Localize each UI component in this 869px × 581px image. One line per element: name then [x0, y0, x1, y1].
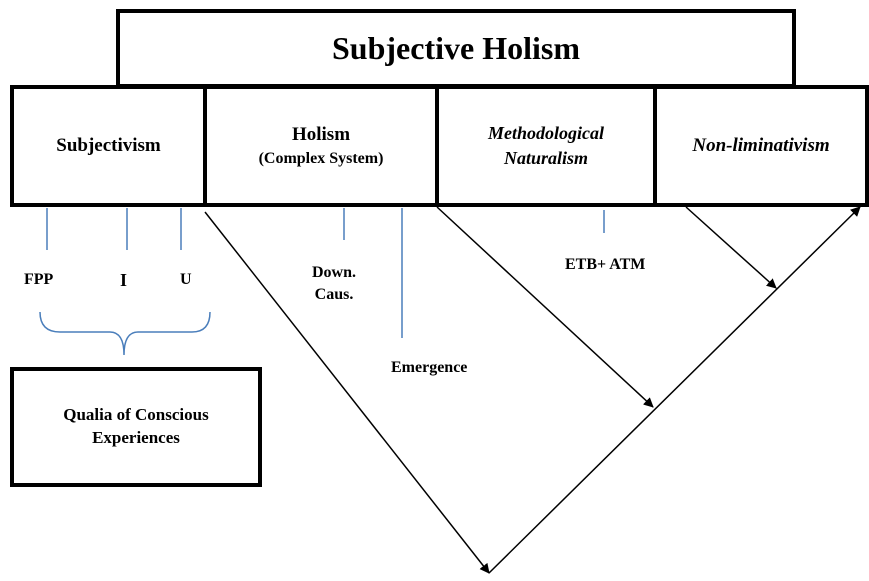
subjectivism-label: Subjectivism — [56, 135, 161, 156]
non-eliminativism-box: Non-liminativism — [653, 85, 869, 207]
subjective-holism-title-box: Subjective Holism — [116, 9, 796, 88]
subjectivism-box: Subjectivism — [10, 85, 207, 207]
methodological-naturalism-box: Methodological Naturalism — [435, 85, 657, 207]
subjectivism-brace — [39, 311, 211, 356]
u-label: U — [180, 271, 192, 288]
down-caus-line2: Caus. — [314, 285, 354, 303]
holism-box: Holism (Complex System) — [203, 85, 439, 207]
qualia-box: Qualia of Conscious Experiences — [10, 367, 262, 487]
arrow-to-bottom-vertex — [204, 211, 490, 574]
qualia-line2: Experiences — [92, 428, 180, 447]
methodological-label: Methodological — [488, 123, 604, 143]
subjective-holism-title: Subjective Holism — [332, 30, 580, 66]
arrow-from-non-eliminativism — [685, 206, 777, 289]
non-eliminativism-label: Non-liminativism — [692, 135, 830, 156]
emergence-label: Emergence — [391, 359, 468, 376]
down-caus-line1: Down. — [312, 264, 357, 281]
holism-label: Holism — [291, 124, 351, 145]
arrow-to-top-right — [488, 206, 861, 574]
arrow-to-middle-right — [436, 206, 654, 408]
i-label: I — [120, 270, 128, 290]
complex-system-label: (Complex System) — [258, 150, 384, 167]
qualia-line1: Qualia of Conscious — [63, 405, 209, 425]
etb-atm-label: ETB+ ATM — [565, 256, 646, 273]
down-caus-label: Down. Caus. — [312, 262, 356, 305]
naturalism-label: Naturalism — [503, 148, 589, 168]
fpp-label: FPP — [24, 271, 54, 288]
